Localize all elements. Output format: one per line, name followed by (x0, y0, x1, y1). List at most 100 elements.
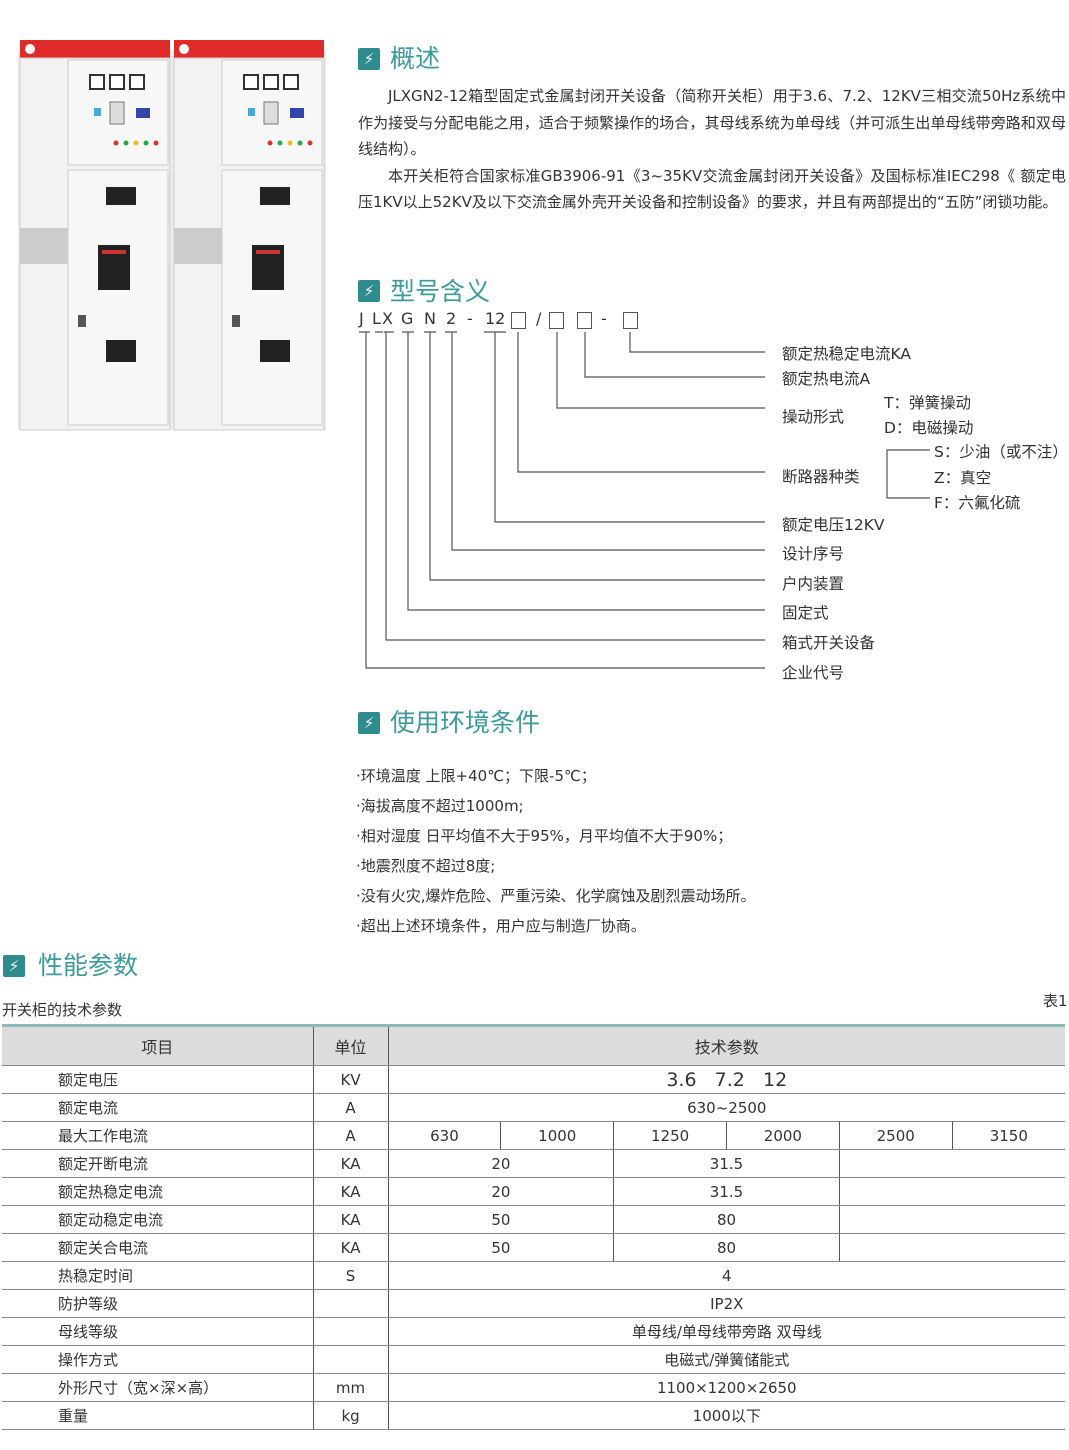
model-diagram-lines (359, 331, 930, 669)
row-unit: KV (312, 1065, 389, 1094)
table-caption: 开关柜的技术参数 (2, 1001, 123, 1019)
operation-option: D：电磁操动 (884, 419, 974, 437)
row-item: 母线等级 (2, 1317, 314, 1346)
row-item: 重量 (2, 1401, 314, 1430)
row-item: 额定动稳定电流 (2, 1205, 314, 1234)
row-value (838, 1233, 1065, 1262)
model-char: N (424, 309, 436, 328)
header-params: 技术参数 (387, 1024, 1065, 1066)
environment-heading: 使用环境条件 (390, 708, 541, 737)
environment-item: ·没有火灾,爆炸危险、严重污染、化学腐蚀及剧烈震动场所。 (356, 887, 756, 905)
row-item: 额定电压 (2, 1065, 314, 1094)
header-item: 项目 (2, 1024, 314, 1066)
row-value: 31.5 (613, 1149, 840, 1178)
row-unit: KA (312, 1205, 389, 1234)
row-value: 单母线/单母线带旁路 双母线 (387, 1317, 1065, 1346)
environment-item: ·海拔高度不超过1000m; (356, 797, 524, 815)
performance-heading: 性能参数 (38, 951, 139, 980)
lightning-icon: ⚡ (358, 48, 380, 70)
row-unit: mm (312, 1373, 389, 1402)
row-item: 操作方式 (2, 1345, 314, 1374)
row-value: 80 (613, 1205, 840, 1234)
row-value: 2500 (838, 1121, 953, 1150)
breaker-option: F：六氟化硫 (934, 494, 1021, 512)
row-value (838, 1177, 1065, 1206)
row-value: 1000 (500, 1121, 614, 1150)
row-value: 1000以下 (387, 1401, 1065, 1430)
row-unit: A (312, 1121, 389, 1150)
row-value: 1250 (613, 1121, 727, 1150)
overview-paragraph-1: JLXGN2-12箱型固定式金属封闭开关设备（简称开关柜）用于3.6、7.2、1… (358, 87, 1066, 158)
row-item: 额定电流 (2, 1093, 314, 1122)
environment-item: ·地震烈度不超过8度; (356, 857, 496, 875)
table-number: 表1 (1043, 992, 1068, 1010)
row-value: 3150 (951, 1121, 1065, 1150)
environment-item: ·环境温度 上限+40℃；下限-5℃； (356, 767, 596, 785)
row-value: 50 (387, 1233, 614, 1262)
row-value: 31.5 (613, 1177, 840, 1206)
switchgear-illustration (18, 39, 326, 431)
product-image (18, 39, 326, 432)
row-value: 630~2500 (387, 1093, 1065, 1122)
model-label: 操动形式 (782, 408, 845, 426)
model-label: 箱式开关设备 (782, 634, 876, 652)
row-item: 防护等级 (2, 1289, 314, 1318)
row-item: 额定关合电流 (2, 1233, 314, 1262)
row-item: 额定热稳定电流 (2, 1177, 314, 1206)
model-char: - (467, 309, 473, 328)
table-header-row: 项目 单位 技术参数 (2, 1024, 1065, 1066)
model-placeholder-box (511, 312, 526, 329)
row-value: 20 (387, 1177, 614, 1206)
row-value (838, 1205, 1065, 1234)
model-label: 设计序号 (782, 545, 845, 563)
row-unit (312, 1289, 389, 1318)
model-char: / (536, 309, 542, 328)
lightning-icon: ⚡ (358, 280, 380, 302)
row-value: 3.6 7.2 12 (387, 1065, 1065, 1094)
row-value: 80 (613, 1233, 840, 1262)
row-value: 电磁式/弹簧储能式 (387, 1345, 1065, 1374)
row-value: 4 (387, 1261, 1065, 1290)
breaker-option: S：少油（或不注） (934, 443, 1068, 461)
model-char: 12 (485, 309, 506, 328)
row-value: 1100×1200×2650 (387, 1373, 1065, 1402)
operation-option: T：弹簧操动 (884, 394, 971, 412)
row-item: 热稳定时间 (2, 1261, 314, 1290)
model-label: 额定电压12KV (782, 516, 885, 534)
overview-paragraph-2: 本开关柜符合国家标准GB3906-91《3~35KV交流金属封闭开关设备》及国标… (358, 166, 1066, 212)
model-placeholder-box (549, 312, 564, 329)
row-unit: S (312, 1261, 389, 1290)
row-unit: KA (312, 1233, 389, 1262)
model-char: - (601, 309, 607, 328)
row-unit (312, 1317, 389, 1346)
model-placeholder-box (577, 312, 592, 329)
environment-item: ·超出上述环境条件，用户应与制造厂协商。 (356, 917, 646, 935)
model-char: X (382, 309, 393, 328)
row-item: 外形尺寸（宽×深×高） (2, 1373, 314, 1402)
model-heading: 型号含义 (390, 277, 491, 306)
environment-item: ·相对湿度 日平均值不大于95%，月平均值不大于90%； (356, 827, 733, 845)
row-item: 最大工作电流 (2, 1121, 314, 1150)
row-unit: A (312, 1093, 389, 1122)
row-unit: KA (312, 1177, 389, 1206)
row-unit (312, 1345, 389, 1374)
breaker-option: Z：真空 (934, 469, 992, 487)
lightning-icon: ⚡ (358, 712, 380, 734)
row-value: 2000 (725, 1121, 840, 1150)
table-row: 母线等级 单母线/单母线带旁路 双母线 (2, 1317, 1065, 1346)
model-label: 企业代号 (782, 664, 845, 682)
model-char: L (372, 309, 381, 328)
model-label: 固定式 (782, 604, 829, 622)
row-value (838, 1149, 1065, 1178)
model-placeholder-box (623, 312, 638, 329)
model-char: 2 (446, 309, 457, 328)
table-row: 操作方式 电磁式/弹簧储能式 (2, 1345, 1065, 1374)
model-label: 户内装置 (782, 575, 845, 593)
